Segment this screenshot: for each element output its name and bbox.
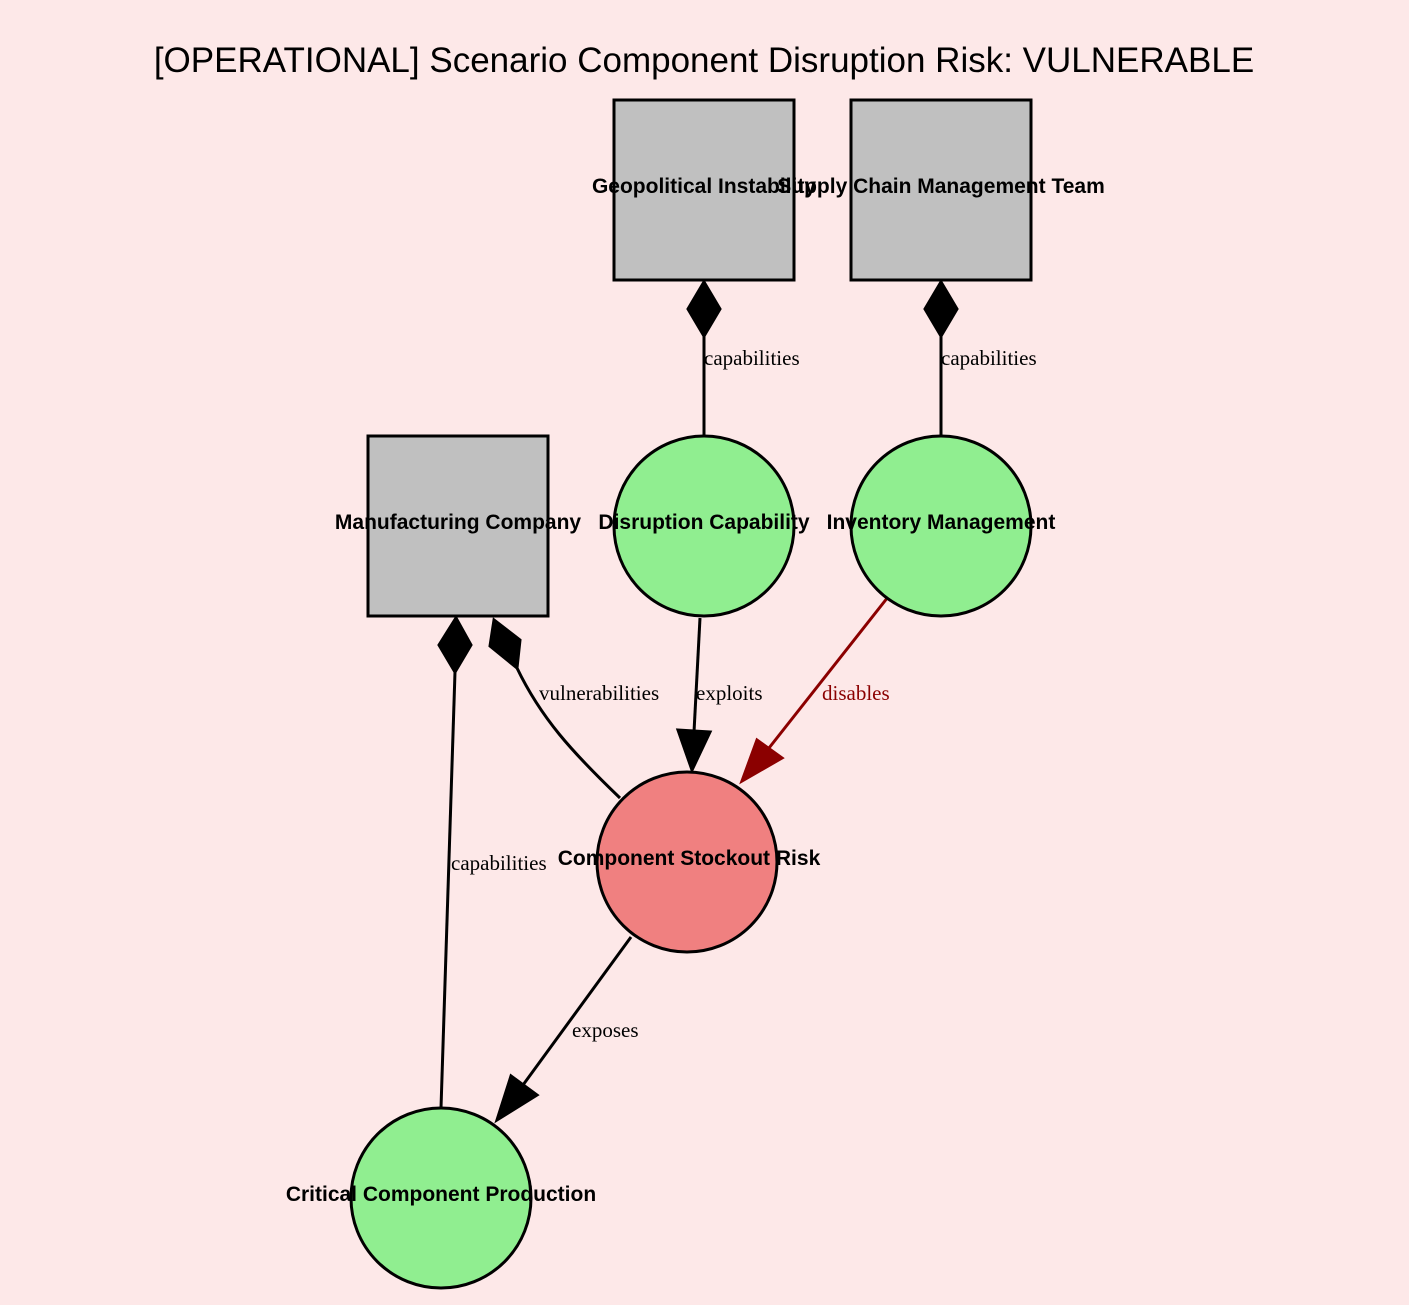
edge-label: capabilities bbox=[451, 851, 547, 875]
actor-box bbox=[849, 98, 1033, 282]
node-label: Component Stockout Risk bbox=[558, 847, 821, 870]
edge-label: capabilities bbox=[941, 346, 1037, 370]
edge-label: disables bbox=[822, 681, 890, 705]
edge-inventory-risk: disables bbox=[739, 596, 890, 785]
node-geopolitical-instability[interactable]: Geopolitical Instability bbox=[592, 98, 816, 282]
actor-box bbox=[366, 434, 550, 618]
node-label: Supply Chain Management Team bbox=[777, 175, 1105, 198]
edge-line bbox=[439, 671, 457, 1109]
composition-diamond bbox=[686, 279, 722, 339]
edge-mfg-risk: vulnerabilities bbox=[488, 617, 659, 800]
node-inventory-management[interactable]: Inventory Management bbox=[827, 434, 1056, 618]
node-manufacturing-company[interactable]: Manufacturing Company bbox=[335, 434, 581, 618]
edge-risk-critical: exposes bbox=[494, 936, 639, 1124]
node-label: Geopolitical Instability bbox=[592, 175, 816, 198]
risk-circle bbox=[595, 770, 779, 954]
diagram-title: [OPERATIONAL] Scenario Component Disrupt… bbox=[154, 41, 1254, 80]
edge-line bbox=[521, 936, 633, 1086]
edge-label: exploits bbox=[696, 681, 763, 705]
edge-label: capabilities bbox=[704, 346, 800, 370]
node-label: Inventory Management bbox=[827, 511, 1056, 534]
node-label: Manufacturing Company bbox=[335, 511, 581, 534]
node-label: Disruption Capability bbox=[598, 511, 810, 534]
arrowhead bbox=[494, 1073, 540, 1124]
edge-label: exposes bbox=[572, 1018, 639, 1042]
composition-diamond bbox=[437, 615, 473, 675]
node-critical-component-production[interactable]: Critical Component Production bbox=[286, 1106, 596, 1290]
arrowhead bbox=[675, 728, 713, 774]
edge-disrupt-risk: exploits bbox=[675, 617, 763, 774]
node-label: Critical Component Production bbox=[286, 1183, 596, 1206]
capability-circle bbox=[612, 434, 796, 618]
node-component-stockout-risk[interactable]: Component Stockout Risk bbox=[558, 770, 821, 954]
arrowhead bbox=[739, 737, 785, 785]
edge-geo-disrupt: capabilities bbox=[686, 279, 800, 437]
node-disruption-capability[interactable]: Disruption Capability bbox=[598, 434, 810, 618]
composition-diamond bbox=[488, 617, 522, 671]
capability-circle bbox=[349, 1106, 533, 1290]
edge-line bbox=[692, 617, 702, 733]
edge-label: vulnerabilities bbox=[539, 681, 659, 705]
node-supply-chain-management-team[interactable]: Supply Chain Management Team bbox=[777, 98, 1105, 282]
edge-scm-inventory: capabilities bbox=[923, 279, 1037, 437]
capability-circle bbox=[849, 434, 1033, 618]
edge-mfg-critical: capabilities bbox=[437, 615, 547, 1109]
actor-box bbox=[612, 98, 796, 282]
edge-line bbox=[515, 667, 622, 800]
composition-diamond bbox=[923, 279, 959, 339]
edge-line bbox=[767, 596, 890, 749]
